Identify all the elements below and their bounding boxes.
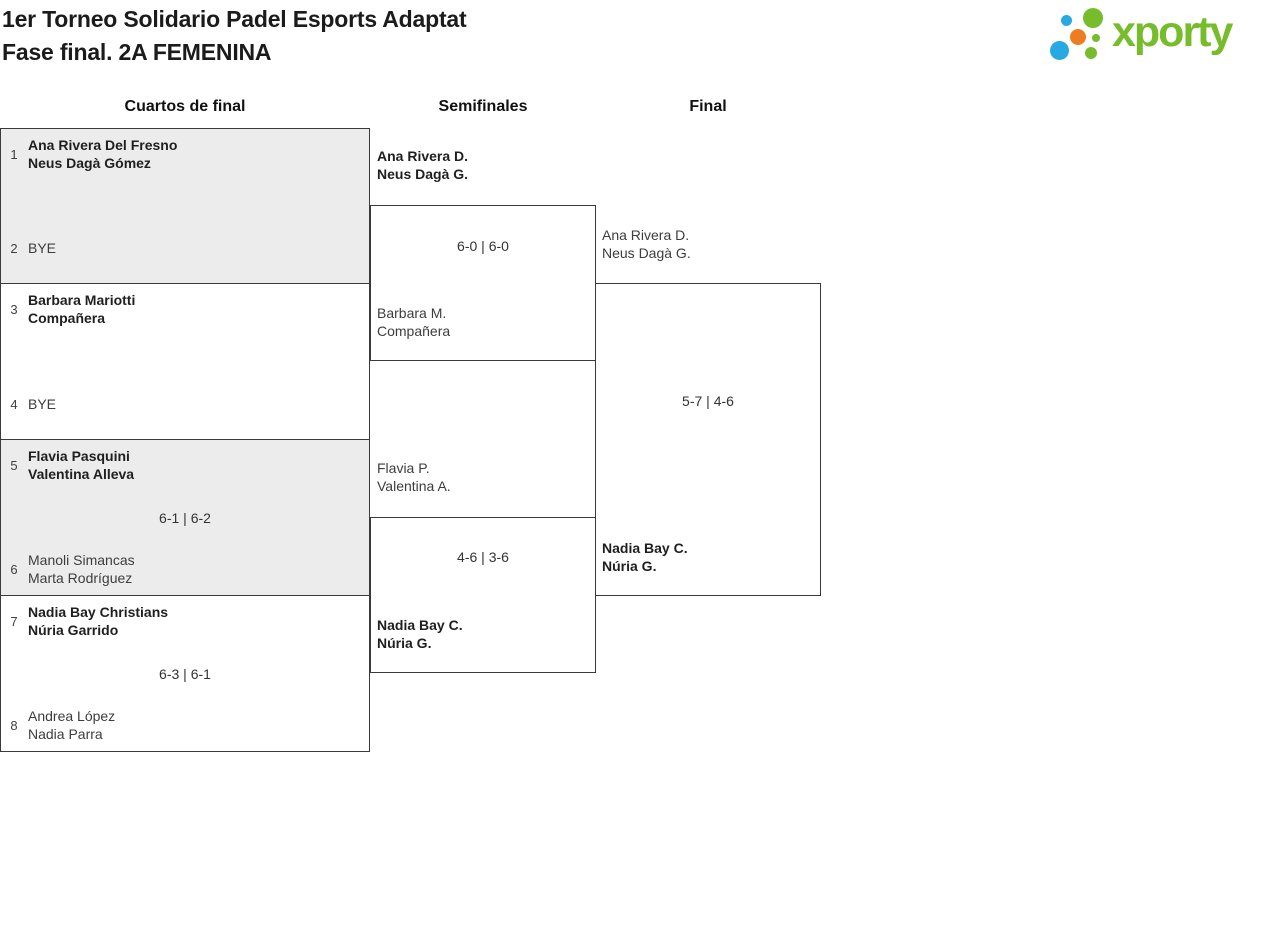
qf3-team-top: Flavia Pasquini Valentina Alleva [28, 448, 135, 482]
qf3-score: 6-1 | 6-2 [159, 510, 211, 526]
qf2-team-bottom: BYE [28, 396, 57, 412]
match-final[interactable] [595, 283, 821, 596]
sf2-team-top: Flavia P. Valentina A. [377, 460, 451, 494]
qf4-seed-top: 7 [10, 613, 18, 629]
page-title-line-1: 1er Torneo Solidario Padel Esports Adapt… [2, 6, 467, 32]
logo-dot-orange [1070, 29, 1086, 45]
xporty-logo: xporty [1050, 2, 1280, 68]
qf1-seed-bottom: 2 [10, 240, 18, 256]
sf1-team-top: Ana Rivera D. Neus Dagà G. [377, 148, 469, 182]
final-team-top: Ana Rivera D. Neus Dagà G. [602, 227, 691, 261]
logo-wordmark: xporty [1112, 8, 1233, 56]
qf2-seed-top: 3 [10, 301, 18, 317]
match-qf-2[interactable] [0, 283, 370, 440]
qf4-team-top: Nadia Bay Christians Núria Garrido [28, 604, 169, 638]
qf1-team-bottom: BYE [28, 240, 57, 256]
match-qf-1[interactable] [0, 128, 370, 284]
logo-dot-green-tiny [1092, 34, 1100, 42]
qf2-team-top: Barbara Mariotti Compañera [28, 292, 136, 326]
qf2-seed-bottom: 4 [10, 396, 18, 412]
logo-dot-green-small [1085, 47, 1097, 59]
column-header-final: Final [689, 98, 727, 115]
column-header-cuartos: Cuartos de final [124, 98, 246, 115]
page-title: 1er Torneo Solidario Padel Esports Adapt… [2, 3, 467, 69]
qf4-team-bottom: Andrea López Nadia Parra [28, 708, 116, 742]
qf4-score: 6-3 | 6-1 [159, 666, 211, 682]
column-header-semifinales: Semifinales [438, 98, 528, 115]
page-title-line-2: Fase final. 2A FEMENINA [2, 39, 272, 65]
logo-dot-blue-large [1050, 41, 1069, 60]
logo-dot-blue-small [1061, 15, 1072, 26]
qf3-seed-bottom: 6 [10, 561, 18, 577]
sf2-score: 4-6 | 3-6 [457, 549, 509, 565]
qf3-seed-top: 5 [10, 457, 18, 473]
final-score: 5-7 | 4-6 [682, 393, 734, 409]
sf2-team-bottom: Nadia Bay C. Núria G. [377, 617, 463, 651]
qf1-seed-top: 1 [10, 146, 18, 162]
qf1-team-top: Ana Rivera Del Fresno Neus Dagà Gómez [28, 137, 178, 171]
sf1-score: 6-0 | 6-0 [457, 238, 509, 254]
logo-dot-green-large [1083, 8, 1103, 28]
qf3-team-bottom: Manoli Simancas Marta Rodríguez [28, 552, 135, 586]
final-team-bottom: Nadia Bay C. Núria G. [602, 540, 688, 574]
sf1-team-bottom: Barbara M. Compañera [377, 305, 451, 339]
match-qf-4[interactable] [0, 595, 370, 752]
qf4-seed-bottom: 8 [10, 717, 18, 733]
